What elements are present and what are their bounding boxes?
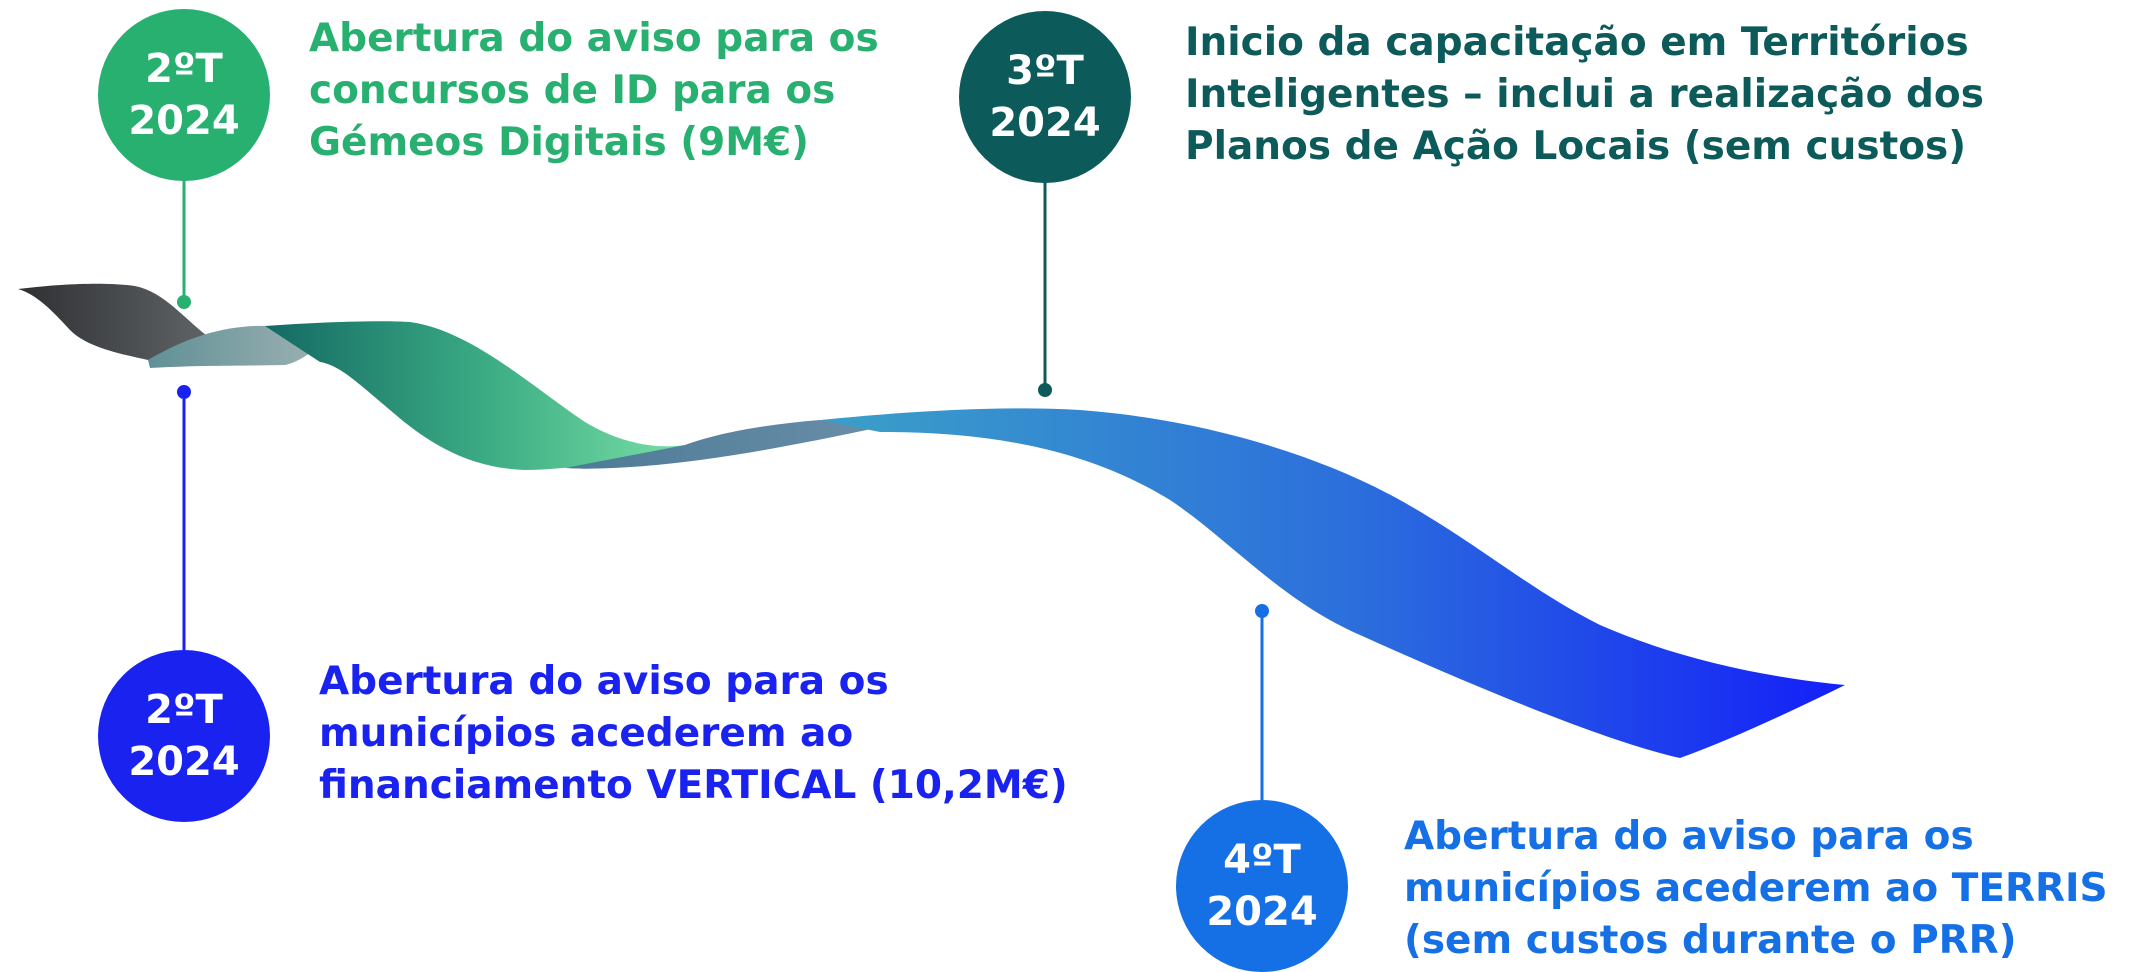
badge-m4: 4ºT 2024 [1176,800,1348,972]
connector-dot-m2 [1038,383,1052,397]
milestone-line: municípios acederem ao TERRIS [1404,866,2108,911]
badge-quarter: 3ºT [1006,48,1084,94]
milestone-line: (sem custos durante o PRR) [1404,918,2017,963]
milestone-text-m2: Inicio da capacitação em Territórios Int… [1185,17,1984,173]
badge-m2: 3ºT 2024 [959,11,1131,183]
badge-year: 2024 [1206,889,1318,935]
ribbon-segment-blue [820,408,1845,758]
badge-year: 2024 [989,100,1101,146]
badge-m1: 2ºT 2024 [98,9,270,181]
milestone-line: Abertura do aviso para os [1404,814,1974,859]
ribbon-segment-dark [18,283,210,360]
connector-dot-m3 [177,385,191,399]
ribbon-segment-green [265,321,685,470]
milestone-line: Abertura do aviso para os [319,659,889,704]
milestone-line: Abertura do aviso para os [309,16,879,61]
milestone-text-m4: Abertura do aviso para os municípios ace… [1404,811,2108,967]
connector-dot-m1 [177,295,191,309]
badge-m3: 2ºT 2024 [98,650,270,822]
badge-year: 2024 [128,98,240,144]
milestone-line: Inteligentes – inclui a realização dos [1185,72,1984,117]
milestone-line: Planos de Ação Locais (sem custos) [1185,124,1967,169]
badge-quarter: 4ºT [1223,837,1301,883]
badge-year: 2024 [128,739,240,785]
milestone-text-m1: Abertura do aviso para os concursos de I… [309,13,879,169]
connector-dot-m4 [1255,604,1269,618]
milestone-text-m3: Abertura do aviso para os municípios ace… [319,656,1068,812]
milestone-line: Inicio da capacitação em Territórios [1185,20,1969,65]
milestone-line: financiamento VERTICAL (10,2M€) [319,763,1068,808]
milestone-line: concursos de ID para os [309,68,836,113]
milestone-line: municípios acederem ao [319,711,854,756]
milestone-line: Gémeos Digitais (9M€) [309,120,810,165]
badge-quarter: 2ºT [145,46,223,92]
ribbon-segment-steel [565,420,885,469]
badge-quarter: 2ºT [145,687,223,733]
